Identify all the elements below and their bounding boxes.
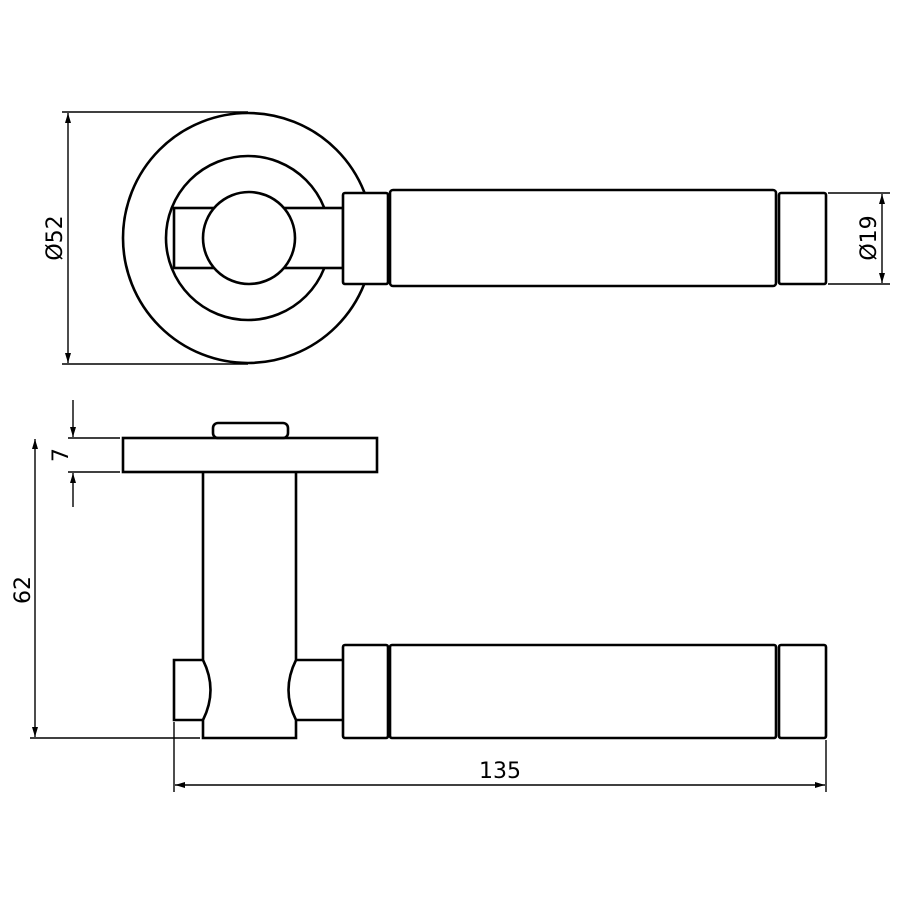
side-lever-collar	[341, 643, 390, 740]
rose-cap	[211, 421, 290, 440]
dimension-lever-length: 135	[173, 722, 827, 792]
side-lever-end-cap	[777, 643, 828, 740]
dimension-label-7: 7	[49, 448, 74, 462]
spindle-stub	[172, 658, 203, 722]
dimension-label-52: Ø52	[43, 215, 68, 260]
side-lever-grip	[388, 643, 778, 740]
top-view	[121, 111, 828, 365]
dimension-projection: 62	[11, 439, 200, 739]
dimension-label-19: Ø19	[857, 215, 882, 260]
lever-grip	[388, 188, 778, 288]
dimension-rose-thickness: 7	[49, 400, 120, 507]
dimension-label-135: 135	[479, 759, 521, 784]
dimension-rose-diameter: Ø52	[43, 111, 248, 365]
rose-plate	[121, 436, 379, 474]
dimension-label-62: 62	[11, 576, 36, 604]
lever-collar	[341, 191, 390, 286]
lever-end-cap	[777, 191, 828, 286]
side-view	[121, 421, 828, 740]
lever-shank	[296, 658, 343, 722]
spindle-neck	[201, 472, 298, 740]
dimension-lever-diameter: Ø19	[828, 192, 890, 285]
spindle-circle	[201, 190, 297, 286]
